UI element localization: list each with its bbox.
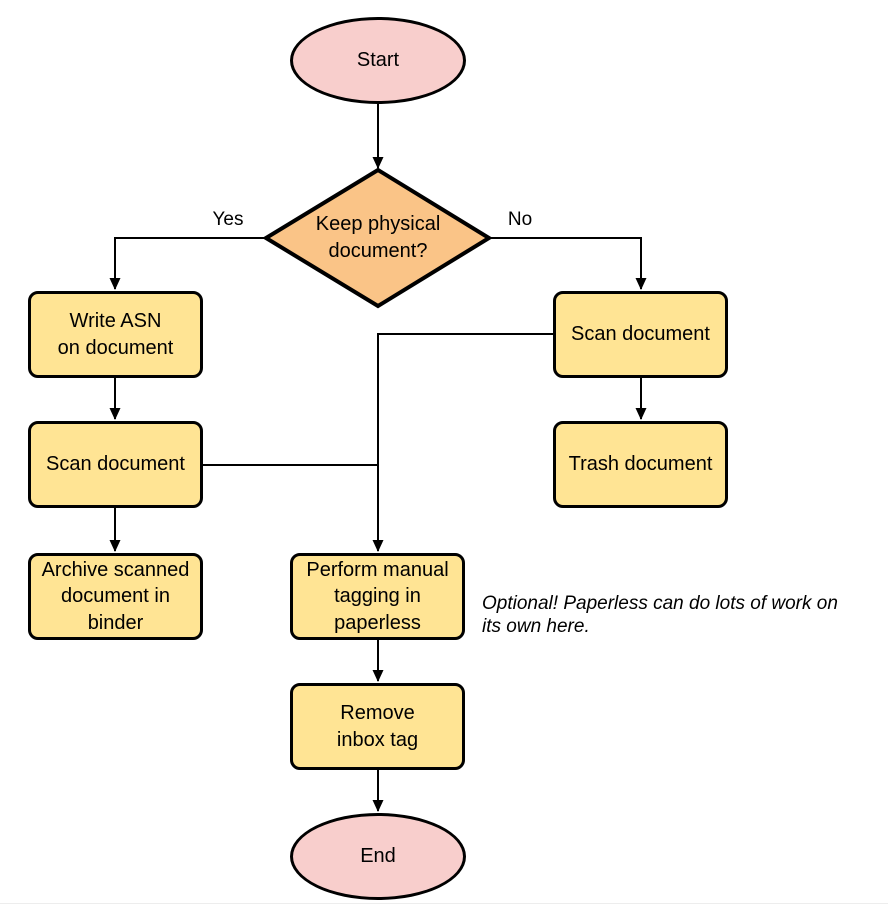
edge-label-no: No: [507, 209, 533, 230]
optional-note: Optional! Paperless can do lots of work …: [482, 593, 838, 638]
edge-decision-no-to-scan-right: [490, 237, 647, 290]
node-write-asn-on-document: Write ASN on document: [28, 291, 203, 378]
node-start: Start: [290, 17, 466, 104]
edge-decision-yes-to-write-asn: [109, 237, 266, 290]
edge-scan-right-to-tagging: [372, 333, 553, 552]
edge-label-yes: Yes: [212, 209, 244, 230]
node-remove-inbox-tag: Remove inbox tag: [290, 683, 465, 770]
node-perform-manual-tagging: Perform manual tagging in paperless: [290, 553, 465, 640]
node-scan-document-right: Scan document: [553, 291, 728, 378]
node-decision-label: Keep physical document?: [315, 213, 441, 262]
node-scan-document-left: Scan document: [28, 421, 203, 508]
node-end: End: [290, 813, 466, 900]
page-bottom-rule: [0, 903, 888, 904]
decision-diamond-shape: [262, 167, 493, 309]
node-archive-scanned-document: Archive scanned document in binder: [28, 553, 203, 640]
node-trash-document: Trash document: [553, 421, 728, 508]
